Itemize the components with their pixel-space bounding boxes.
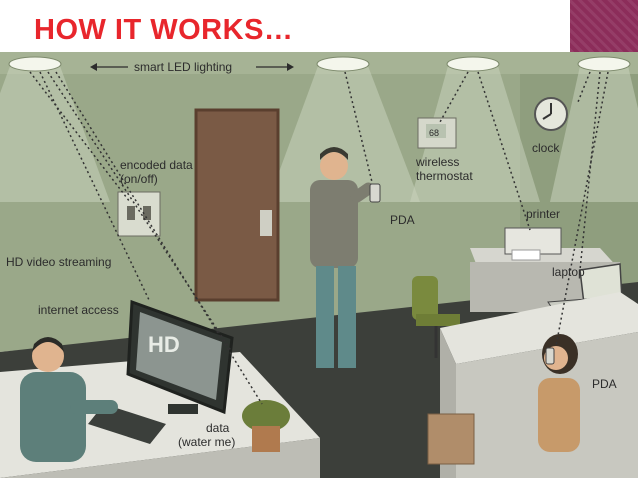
ceiling-light-2 [316,56,370,72]
label-internet: internet access [38,303,119,317]
thermostat [417,117,457,149]
thermostat-display [426,124,446,138]
seated-person-torso [20,372,86,462]
hd-screen-text: HD [148,332,180,357]
arrow-left-head [90,63,97,71]
ceiling-light-1 [8,56,62,72]
label-data-water: data (water me) [178,421,235,449]
label-printer: printer [526,207,560,221]
hd-monitor-screen [136,312,222,400]
floor-box [427,413,475,465]
standing-person-hair [320,147,348,160]
label-smart-led: smart LED lighting [134,60,232,74]
chair-seat [416,314,460,326]
ray-8 [579,71,601,271]
plant-pot [252,426,280,452]
label-pda-standing: PDA [390,213,415,227]
label-pda-seated: PDA [592,377,617,391]
seated-person-arm [70,400,118,414]
light-cone-2 [268,66,420,202]
standing-person-torso [310,180,358,268]
arrow-right-head [287,63,294,71]
ray-10 [577,71,591,103]
wall-switch [117,191,161,237]
seated-person-right-torso [538,378,580,452]
ray-5 [344,71,373,183]
label-wireless-thermostat-line1: wireless [415,155,459,169]
desk-left-front [0,438,320,478]
standing-person-leg-right [338,266,356,368]
standing-person-arm [350,182,375,203]
seated-person-hair [32,337,64,352]
label-encoded-data: encoded data (on/off) [120,158,196,186]
chair-back [412,276,438,320]
thermostat-reading: 68 [429,128,439,138]
ray-1 [29,71,131,203]
label-encoded-data-line2: (on/off) [120,172,158,186]
light-cone-1 [0,66,110,202]
label-wireless-thermostat-line2: thermostat [416,169,473,183]
corner-decoration [570,0,638,52]
label-clock: clock [532,141,560,155]
light-rays [29,71,609,405]
monitor-stand [168,404,198,414]
switch-toggle-1 [127,206,135,220]
light-cone-4 [550,66,638,202]
ray-4 [55,71,263,405]
label-data-water-line2: (water me) [178,435,235,449]
seated-person-head [32,340,64,372]
switch-toggle-2 [143,206,151,220]
slide-title: HOW IT WORKS… [34,14,294,46]
label-data-water-line1: data [206,421,230,435]
desk-right-top [440,292,638,364]
label-encoded-data-line1: encoded data [120,158,193,172]
ray-3 [47,71,233,353]
label-laptop: laptop [552,265,585,279]
ceiling-light-3 [446,56,500,72]
diagram-illustration: smart LED lighting 68 [0,52,638,478]
standing-person-leg-left [316,266,334,368]
label-wireless-thermostat: wireless thermostat [415,155,473,183]
clock-hand-minute [542,113,552,120]
plant-leaves [242,400,290,432]
light-cone-3 [410,66,540,202]
label-hd-video: HD video streaming [6,255,111,269]
standing-person-head [320,152,348,180]
printer-paper [511,249,541,261]
door [194,108,280,302]
ceiling-light-4 [577,56,631,72]
door-handle-plate [260,210,272,236]
pda-seated-device [545,347,555,365]
pda-standing-device [369,183,381,203]
ray-9 [555,71,609,347]
